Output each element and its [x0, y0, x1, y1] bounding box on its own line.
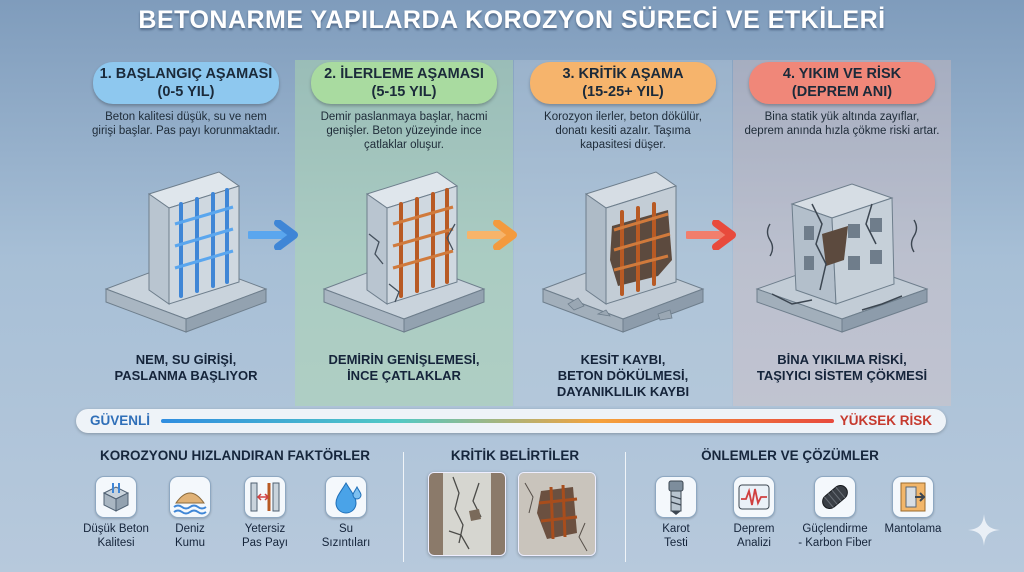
- seismograph-icon: [733, 476, 775, 518]
- spalled-column-illustration: [541, 171, 705, 333]
- sand-pile-icon: [169, 476, 211, 518]
- cover-gap-icon: [244, 476, 286, 518]
- stage-3-title: 3. KRİTİK AŞAMA (15-25+ YIL): [530, 62, 716, 104]
- carbon-fiber-roll-icon: [814, 476, 856, 518]
- jacketing-icon: [892, 476, 934, 518]
- cracked-column-photo: [428, 472, 506, 556]
- symptoms-heading: KRİTİK BELİRTİLER: [450, 448, 580, 463]
- stage-4-title: 4. YIKIM VE RİSK (DEPREM ANI): [749, 62, 935, 104]
- healthy-column-illustration: [104, 171, 268, 333]
- solution-carbon-fiber: Güçlendirme- Karbon Fiber: [795, 476, 875, 550]
- arrow-right-icon: [248, 220, 298, 250]
- solution-jacketing: Mantolama: [873, 476, 953, 536]
- stage-2-caption: DEMİRİN GENİŞLEMESİ,İNCE ÇATLAKLAR: [328, 352, 480, 383]
- cracked-column-illustration: [322, 171, 486, 333]
- core-drill-icon: [655, 476, 697, 518]
- risk-low-label: GÜVENLİ: [90, 413, 151, 428]
- arrow-right-icon: [467, 220, 517, 250]
- collapsing-building-illustration: [755, 183, 929, 333]
- stage-1-title: 1. BAŞLANGIÇ AŞAMASI (0-5 YIL): [93, 62, 279, 104]
- stage-1-caption: NEM, SU GİRİŞİ,PASLANMA BAŞLIYOR: [114, 352, 258, 383]
- concrete-block-icon: [95, 476, 137, 518]
- stage-1-panel: 1. BAŞLANGIÇ AŞAMASI (0-5 YIL) Beton kal…: [78, 52, 294, 407]
- stage-2-panel: 2. İLERLEME AŞAMASI (5-15 YIL) Demir pas…: [296, 52, 512, 407]
- risk-scale-bar: GÜVENLİ YÜKSEK RİSK: [76, 409, 946, 433]
- stage-4-description: Bina statik yük altında zayıflar,deprem …: [744, 111, 940, 137]
- stage-4-panel: 4. YIKIM VE RİSK (DEPREM ANI) Bina stati…: [734, 52, 950, 407]
- factors-heading: KOROZYONU HIZLANDIRAN FAKTÖRLER: [100, 448, 370, 463]
- stage-2-title: 2. İLERLEME AŞAMASI (5-15 YIL): [311, 62, 497, 104]
- stage-3-panel: 3. KRİTİK AŞAMA (15-25+ YIL) Korozyon il…: [515, 52, 731, 407]
- sparkle-icon: [968, 514, 1000, 546]
- water-drop-icon: [325, 476, 367, 518]
- stage-3-description: Korozyon ilerler, beton dökülür,donatı k…: [544, 111, 702, 151]
- page-title: BETONARME YAPILARDA KOROZYON SÜRECİ VE E…: [138, 6, 886, 34]
- risk-gradient-line: [161, 419, 834, 423]
- divider: [625, 452, 626, 562]
- arrow-right-icon: [686, 220, 736, 250]
- solutions-heading: ÖNLEMLER VE ÇÖZÜMLER: [701, 448, 879, 463]
- stage-4-caption: BİNA YIKILMA RİSKİ,TAŞIYICI SİSTEM ÇÖKME…: [756, 352, 928, 383]
- divider: [403, 452, 404, 562]
- risk-high-label: YÜKSEK RİSK: [839, 413, 932, 428]
- stage-3-caption: KESİT KAYBI,BETON DÖKÜLMESİ,DAYANIKLILIK…: [556, 352, 690, 399]
- exposed-rebar-photo: [518, 472, 596, 556]
